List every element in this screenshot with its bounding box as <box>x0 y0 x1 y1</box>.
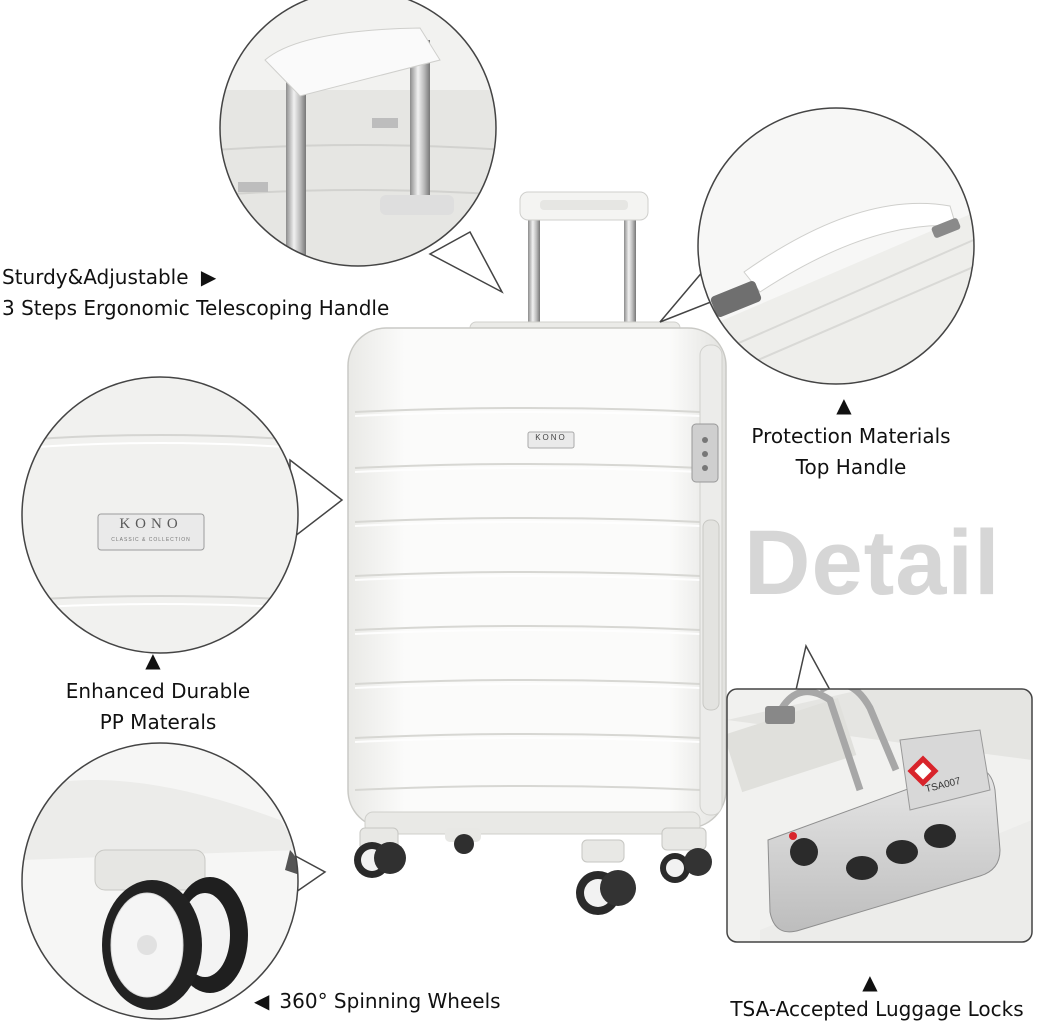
top-handle-caption-line2: Top Handle <box>795 455 907 479</box>
lock-detail-callout <box>726 643 1033 943</box>
locks-caption-text: TSA-Accepted Luggage Locks <box>730 997 1024 1021</box>
main-logo-text: KONO <box>535 433 567 442</box>
main-wheels <box>354 827 712 915</box>
top-handle-detail-callout <box>659 107 975 385</box>
pointer-up-icon: ▲ <box>862 970 878 994</box>
pointer-right-icon: ▶ <box>200 265 217 289</box>
pointer-up-icon: ▲ <box>836 393 852 417</box>
materials-caption-line1: Enhanced Durable <box>65 679 251 703</box>
pointer-up-icon: ▲ <box>145 648 161 672</box>
materials-detail-callout <box>21 376 344 654</box>
top-handle-caption-line1: Protection Materials <box>751 424 951 448</box>
wheels-caption: ◀ 360° Spinning Wheels <box>254 986 501 1017</box>
handle-caption: Sturdy&Adjustable ▶ 3 Steps Ergonomic Te… <box>2 262 389 324</box>
materials-caption-line2: PP Materals <box>99 710 217 734</box>
handle-detail-callout <box>219 0 504 294</box>
wheels-detail-callout <box>21 742 327 1020</box>
closeup-logo-subtext: CLASSIC & COLLECTION <box>111 537 191 543</box>
handle-caption-line2: 3 Steps Ergonomic Telescoping Handle <box>2 296 390 320</box>
materials-caption: ▲ Enhanced Durable PP Materals <box>46 645 270 738</box>
handle-caption-line1: Sturdy&Adjustable <box>2 265 189 289</box>
closeup-logo-text: KONO <box>119 516 183 532</box>
locks-caption: ▲ TSA-Accepted Luggage Locks <box>712 970 1042 1025</box>
detail-heading: Detail <box>744 512 1001 614</box>
main-suitcase <box>347 191 727 915</box>
wheels-caption-text: 360° Spinning Wheels <box>279 989 501 1013</box>
pointer-left-icon: ◀ <box>254 989 270 1013</box>
top-handle-caption: ▲ Protection Materials Top Handle <box>742 390 960 483</box>
